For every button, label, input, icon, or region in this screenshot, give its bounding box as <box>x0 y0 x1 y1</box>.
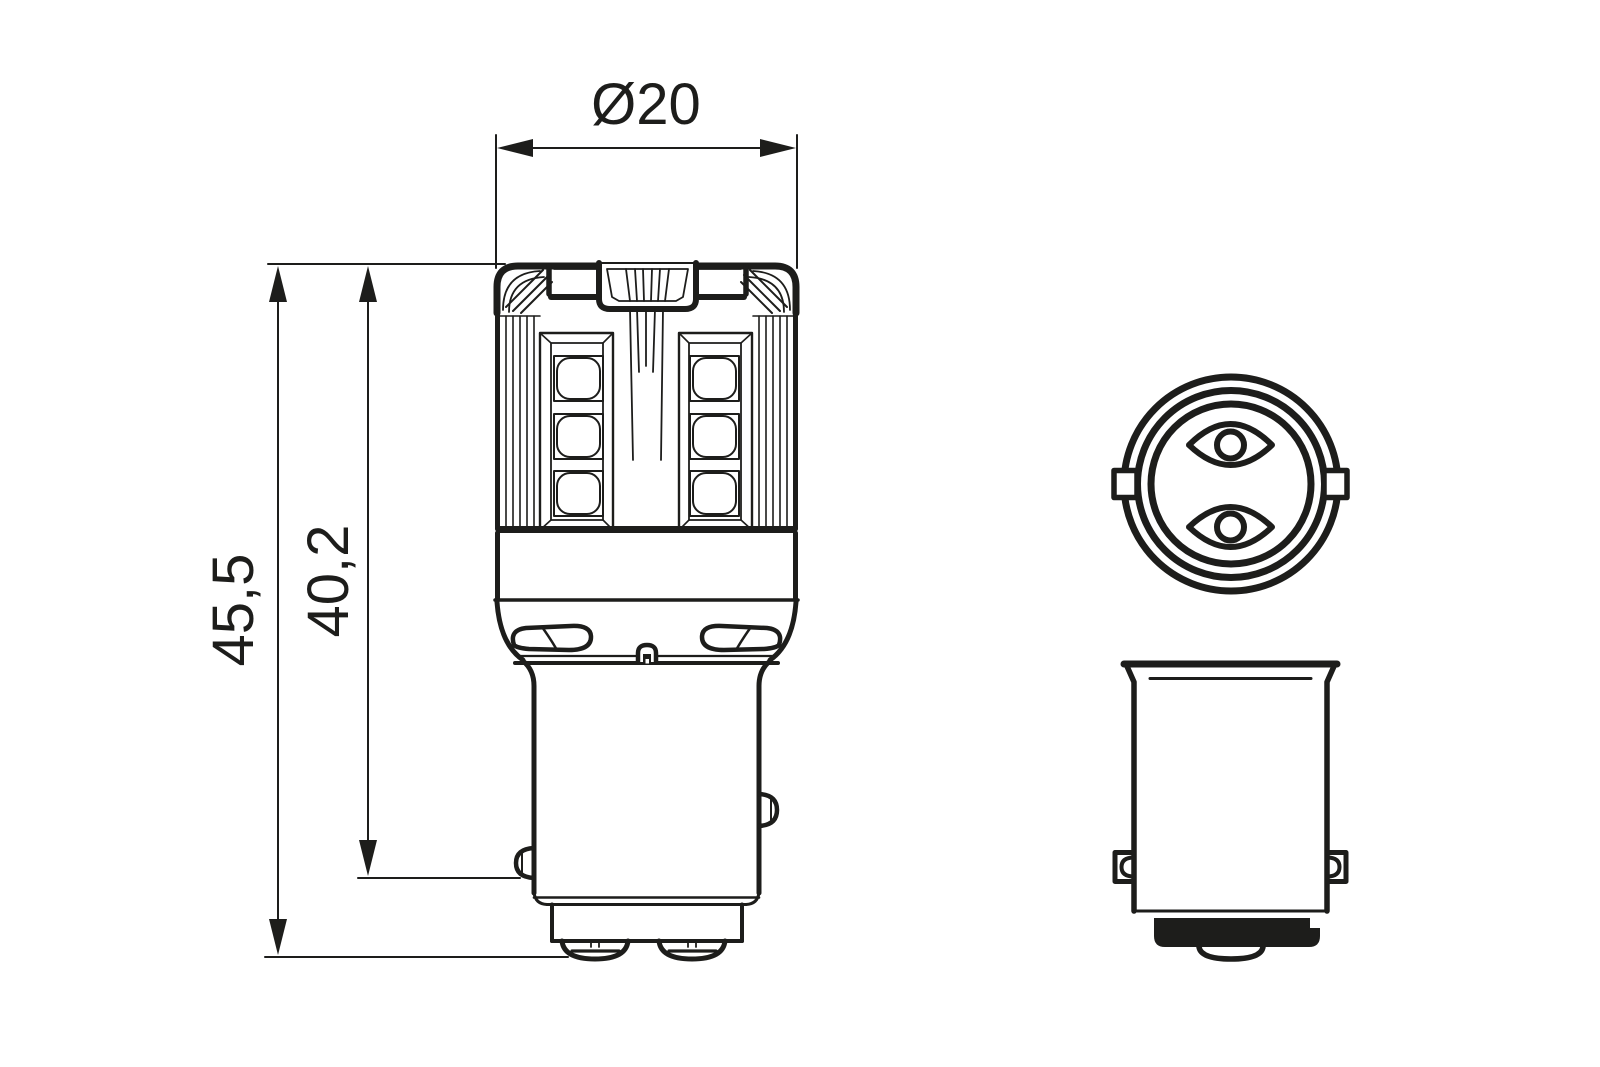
bayonet-pin-left <box>513 845 537 881</box>
led-lens <box>692 357 737 400</box>
bayonet-pin-left <box>1112 850 1137 884</box>
contact-bump <box>1196 944 1266 962</box>
arrowhead-top <box>359 266 377 302</box>
base-side-view <box>1112 660 1349 962</box>
bayonet-pin-right <box>1324 850 1349 884</box>
insulator-band <box>1154 918 1320 947</box>
light-pipe <box>629 308 664 461</box>
dimension-overall-length-label: 45,5 <box>201 554 266 667</box>
contact-right <box>656 938 728 962</box>
lens-bottom-center <box>1214 510 1247 544</box>
center-knob <box>635 642 659 665</box>
lens-bottom <box>1186 504 1275 550</box>
pin-tab-left <box>1111 467 1140 501</box>
led-lens <box>692 472 737 515</box>
led-cell <box>689 470 740 517</box>
pin-tab-right <box>1321 467 1350 501</box>
dimension-diameter-label: Ø20 <box>591 72 701 137</box>
led-strip-left <box>538 331 615 532</box>
lens-top <box>1186 421 1275 468</box>
led-cell <box>689 413 740 460</box>
dimension-overall-length: 45,5 <box>201 263 569 958</box>
vent-slot-right <box>699 623 783 653</box>
vent-slot-left <box>510 623 594 653</box>
arrowhead-top <box>269 266 287 302</box>
arrowhead-right <box>760 139 796 157</box>
led-lens <box>556 415 601 458</box>
dimension-length-to-pin: 40,2 <box>296 266 521 879</box>
led-cell <box>553 413 604 460</box>
led-cell <box>689 355 740 402</box>
bayonet-pin-right <box>756 791 780 829</box>
led-lens <box>556 472 601 515</box>
arrowhead-bottom <box>269 919 287 955</box>
led-lens <box>692 415 737 458</box>
lens-tube <box>495 307 798 532</box>
led-strip-right <box>677 331 754 532</box>
led-cell <box>553 470 604 517</box>
dimension-length-to-pin-label: 40,2 <box>296 525 361 638</box>
heatsink-collar <box>493 526 800 665</box>
bulb-top-view <box>1111 373 1350 595</box>
base-shell <box>1123 661 1338 914</box>
arrowhead-bottom <box>359 840 377 876</box>
inner-ring <box>1147 400 1315 568</box>
bayonet-base <box>513 658 780 962</box>
led-lens <box>556 357 601 400</box>
contact-left <box>559 938 631 962</box>
led-cell <box>553 355 604 402</box>
led-bulb-front-view <box>493 260 800 962</box>
outer-ring <box>1120 373 1342 595</box>
lens-top-center <box>1214 428 1247 462</box>
dimension-diameter: Ø20 <box>495 72 798 269</box>
arrowhead-left <box>497 139 533 157</box>
lens-cap-crown <box>493 260 800 317</box>
